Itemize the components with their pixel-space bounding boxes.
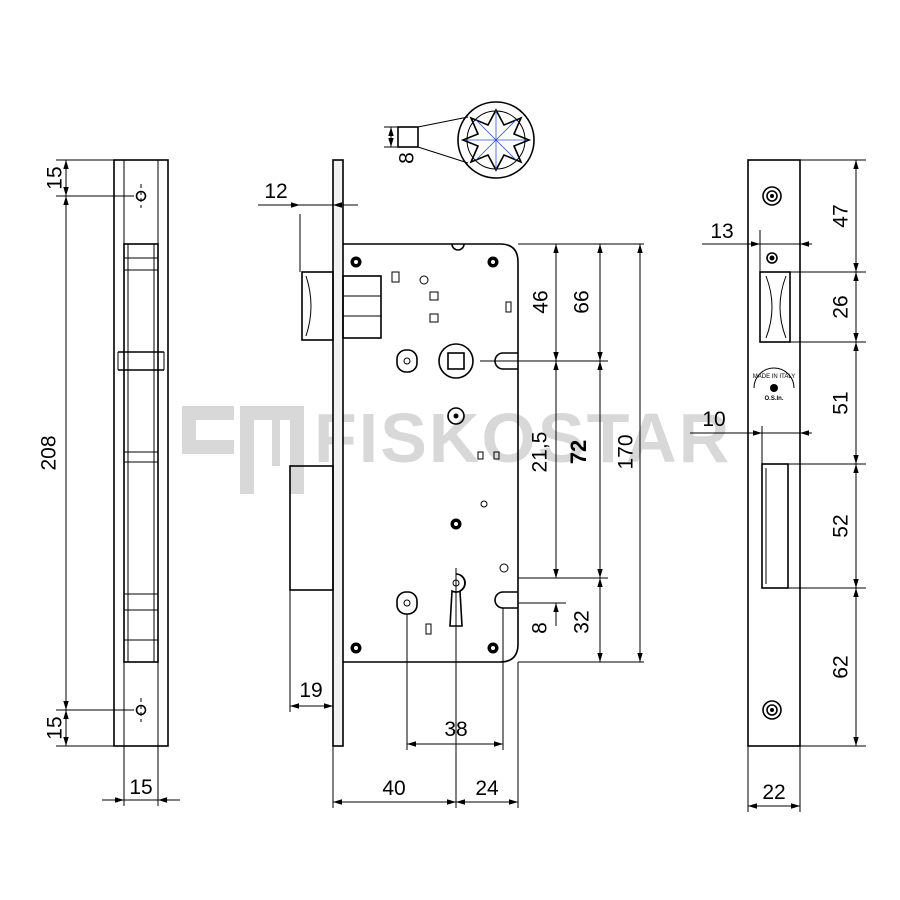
strike-latch-window [759, 271, 791, 343]
spindle-cutout-left [396, 349, 418, 373]
dim-faceplate-width: 15 [129, 776, 152, 799]
strike-screw-top [762, 186, 782, 206]
left-dimensions: 15 208 15 15 [38, 159, 180, 806]
dim-handle-to-mid: 21,5 [529, 432, 552, 473]
dim-strike-bottom: 62 [830, 655, 853, 678]
strike-plate-outline [747, 159, 801, 747]
watermark-brand: FISKOSTAR [314, 399, 731, 477]
strike-plate-view: MADE IN ITALY O.S.In. [747, 159, 801, 747]
watermark: FISKOSTAR [182, 399, 731, 494]
dim-faceplate-length: 208 [38, 435, 61, 470]
strike-bolt-window [761, 463, 789, 589]
dim-strike-latch-window: 26 [830, 295, 853, 318]
center-dimensions: 12 46 66 21,5 72 170 8 32 19 38 40 [258, 160, 644, 808]
latch-bolt [301, 271, 334, 341]
lock-body-view [289, 159, 519, 747]
dead-bolt [289, 465, 334, 591]
dim-key-to-bottom: 32 [571, 610, 594, 633]
dim-key-edge: 24 [475, 777, 499, 800]
strike-stamp: MADE IN ITALY O.S.In. [753, 367, 795, 402]
right-dimensions: 47 26 51 52 62 13 10 22 [690, 159, 866, 812]
dim-top-to-handle: 66 [571, 290, 594, 313]
dim-faceplate-bottom: 15 [44, 716, 67, 739]
watermark-logo [182, 406, 304, 494]
lock-front-plate [332, 159, 344, 747]
dim-backset: 40 [382, 777, 405, 800]
spindle-square [397, 126, 419, 148]
dim-strike-top: 47 [830, 204, 853, 227]
keyhole [449, 573, 466, 627]
lock-case [343, 243, 519, 663]
spindle-detail: 8 [384, 101, 535, 179]
dim-case-height: 170 [615, 434, 638, 469]
faceplate-outline [113, 159, 169, 747]
dim-strike-width: 22 [762, 781, 785, 804]
follower-hub [438, 343, 474, 379]
faceplate-view [113, 159, 169, 747]
case-screw [350, 256, 499, 654]
dim-strike-slot-offset: 10 [702, 408, 725, 431]
dim-center-distance: 72 [566, 440, 591, 464]
dim-strike-bolt-window: 52 [830, 514, 853, 537]
dim-faceplate-top: 15 [44, 166, 67, 189]
dim-bolt-projection: 12 [264, 180, 287, 203]
dim-strike-gap: 51 [830, 391, 853, 414]
strike-screw-bottom [762, 700, 782, 720]
cylinder-cutout-left [396, 591, 418, 615]
stamp-text: MADE IN ITALY [753, 374, 795, 380]
dim-bolt-width: 19 [299, 679, 322, 702]
stamp-maker: O.S.In. [764, 396, 783, 402]
follower-outer [457, 101, 535, 179]
dim-latch-to-handle: 46 [530, 290, 553, 313]
dim-spindle: 8 [396, 152, 419, 164]
dim-key-offset: 8 [529, 622, 552, 634]
dim-strike-inner-offset: 13 [710, 220, 733, 243]
